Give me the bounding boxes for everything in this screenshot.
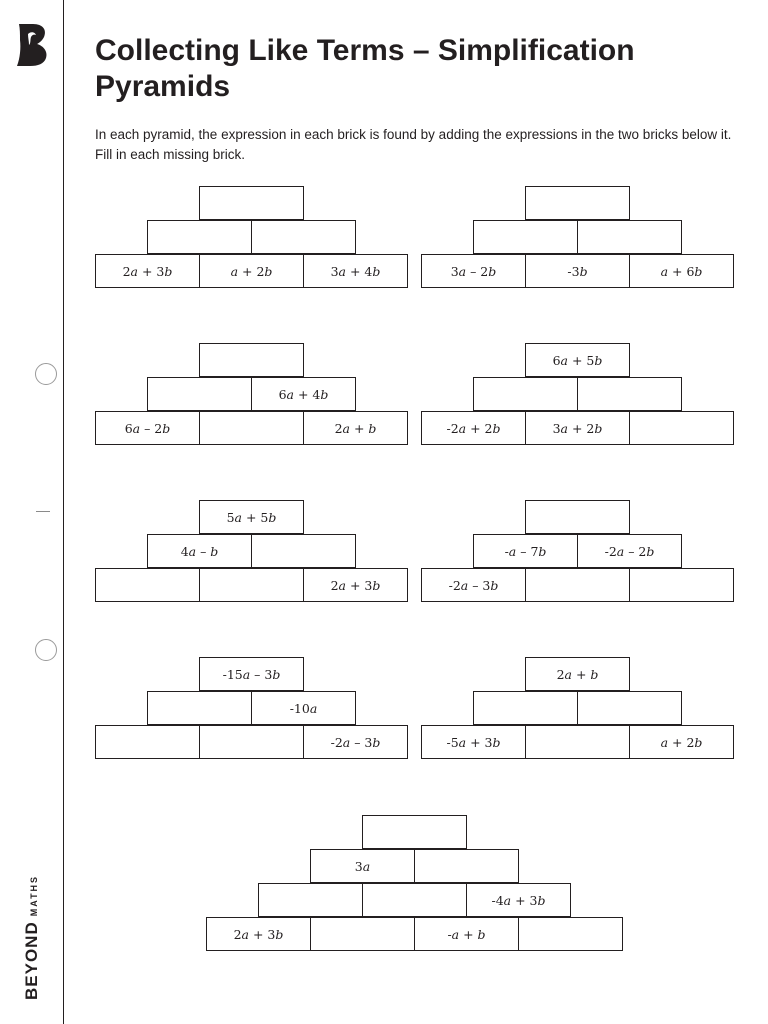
pyramid-brick: -10a	[251, 691, 356, 725]
brand-word: BEYOND	[22, 921, 41, 1000]
brick-expression: 3a – 2b	[450, 263, 497, 279]
brick-expression: 2a + b	[556, 666, 599, 682]
pyramid-brick: 3a – 2b	[421, 254, 526, 288]
brick-expression: -a – 7b	[504, 543, 547, 559]
brick-expression: -2a + 2b	[446, 420, 501, 436]
brick-expression: -15a – 3b	[222, 666, 281, 682]
pyramid-brick: -2a + 2b	[421, 411, 526, 445]
brick-expression: -2a – 2b	[604, 543, 655, 559]
pyramid-brick: 2a + 3b	[95, 254, 200, 288]
pyramid-brick-empty[interactable]	[414, 849, 519, 883]
brick-expression: 2a + 3b	[330, 577, 381, 593]
pyramid-brick-empty[interactable]	[525, 186, 630, 220]
pyramid-brick: a + 2b	[629, 725, 734, 759]
pyramid-brick: a + 2b	[199, 254, 304, 288]
pyramid-brick-empty[interactable]	[362, 883, 467, 917]
brick-expression: 3a	[354, 858, 371, 874]
pyramid-brick: -2a – 2b	[577, 534, 682, 568]
brick-expression: 5a + 5b	[226, 509, 277, 525]
pyramid-brick-empty[interactable]	[362, 815, 467, 849]
pyramid-brick: -5a + 3b	[421, 725, 526, 759]
pyramid-brick: -15a – 3b	[199, 657, 304, 691]
pyramid-brick: -3b	[525, 254, 630, 288]
brick-expression: -4a + 3b	[491, 892, 546, 908]
brick-expression: -3b	[567, 263, 588, 279]
pyramid-brick-empty[interactable]	[518, 917, 623, 951]
instructions: In each pyramid, the expression in each …	[95, 127, 732, 162]
pyramid-brick-empty[interactable]	[629, 568, 734, 602]
brick-expression: 2a + b	[334, 420, 377, 436]
pyramid-brick: 3a + 4b	[303, 254, 408, 288]
pyramid-brick: 6a – 2b	[95, 411, 200, 445]
pyramid-brick-empty[interactable]	[251, 220, 356, 254]
pyramid-brick-empty[interactable]	[577, 377, 682, 411]
pyramid-brick: 2a + b	[525, 657, 630, 691]
brick-expression: -2a – 3b	[448, 577, 499, 593]
pyramid-brick-empty[interactable]	[577, 220, 682, 254]
beyond-maths-logo-icon	[17, 24, 47, 66]
brick-expression: 6a + 4b	[278, 386, 329, 402]
pyramid-brick-empty[interactable]	[473, 691, 578, 725]
pyramid-brick-empty[interactable]	[473, 220, 578, 254]
pyramid-brick: 5a + 5b	[199, 500, 304, 534]
pyramid-brick: 3a	[310, 849, 415, 883]
brick-expression: 4a – b	[180, 543, 219, 559]
pyramid-brick-empty[interactable]	[629, 411, 734, 445]
pyramid-brick-empty[interactable]	[525, 568, 630, 602]
pyramid-brick-empty[interactable]	[95, 725, 200, 759]
pyramid-brick: -4a + 3b	[466, 883, 571, 917]
pyramid-brick: 2a + b	[303, 411, 408, 445]
brick-expression: 3a + 2b	[552, 420, 603, 436]
pyramid-brick: 3a + 2b	[525, 411, 630, 445]
brick-expression: -10a	[289, 700, 318, 716]
pyramid-brick-empty[interactable]	[95, 568, 200, 602]
pyramid-brick: -a + b	[414, 917, 519, 951]
brick-expression: 2a + 3b	[122, 263, 173, 279]
pyramid-brick-empty[interactable]	[258, 883, 363, 917]
fold-mark	[36, 511, 50, 512]
pyramid-brick-empty[interactable]	[147, 377, 252, 411]
pyramid-brick-empty[interactable]	[473, 377, 578, 411]
pyramid-brick-empty[interactable]	[310, 917, 415, 951]
pyramid-brick: 4a – b	[147, 534, 252, 568]
brick-expression: -2a – 3b	[330, 734, 381, 750]
page-title: Collecting Like Terms – Simplification P…	[95, 34, 635, 103]
pyramid-brick-empty[interactable]	[147, 220, 252, 254]
pyramid-brick-empty[interactable]	[251, 534, 356, 568]
pyramid-brick: 2a + 3b	[303, 568, 408, 602]
pyramid-brick: -2a – 3b	[303, 725, 408, 759]
pyramid-brick-empty[interactable]	[199, 411, 304, 445]
brick-expression: -5a + 3b	[446, 734, 501, 750]
pyramid-brick-empty[interactable]	[525, 500, 630, 534]
brick-expression: -a + b	[447, 926, 486, 942]
pyramid-brick: a + 6b	[629, 254, 734, 288]
pyramid-brick-empty[interactable]	[199, 343, 304, 377]
brick-expression: a + 2b	[230, 263, 273, 279]
pyramid-brick: 6a + 4b	[251, 377, 356, 411]
pyramid-brick-empty[interactable]	[199, 725, 304, 759]
margin-line	[63, 0, 64, 1024]
pyramid-brick-empty[interactable]	[525, 725, 630, 759]
brick-expression: 3a + 4b	[330, 263, 381, 279]
pyramid-brick-empty[interactable]	[199, 186, 304, 220]
pyramid-brick-empty[interactable]	[147, 691, 252, 725]
pyramid-brick-empty[interactable]	[577, 691, 682, 725]
pyramid-brick: 2a + 3b	[206, 917, 311, 951]
pyramid-brick: -a – 7b	[473, 534, 578, 568]
brand-wordmark: BEYOND MATHS	[22, 875, 42, 1000]
brand-subword: MATHS	[29, 874, 39, 917]
pyramid-brick: 6a + 5b	[525, 343, 630, 377]
binder-hole	[35, 363, 57, 385]
brick-expression: a + 6b	[660, 263, 703, 279]
brick-expression: 6a – 2b	[124, 420, 171, 436]
binder-hole	[35, 639, 57, 661]
brick-expression: a + 2b	[660, 734, 703, 750]
brick-expression: 2a + 3b	[233, 926, 284, 942]
pyramid-brick-empty[interactable]	[199, 568, 304, 602]
pyramid-brick: -2a – 3b	[421, 568, 526, 602]
brick-expression: 6a + 5b	[552, 352, 603, 368]
